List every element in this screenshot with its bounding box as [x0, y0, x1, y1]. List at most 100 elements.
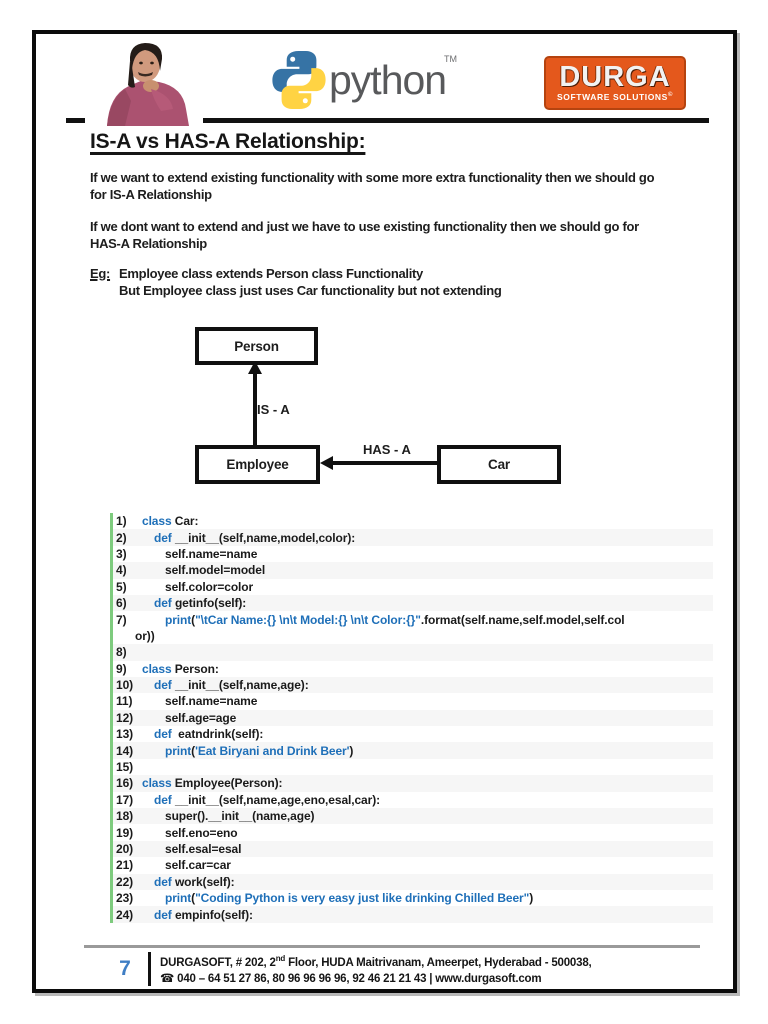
code-line: 18) super().__init__(name,age): [113, 808, 713, 825]
code-line: 12)self.age=age: [113, 709, 713, 727]
code-line: 15): [113, 759, 713, 775]
hasa-arrow-line: [332, 461, 437, 465]
paragraph-hasa: If we dont want to extend and just we ha…: [90, 219, 713, 252]
relationship-diagram: Person Employee Car IS - A HAS - A: [90, 323, 713, 488]
page-number: 7: [119, 956, 131, 980]
example-lines: Employee class extends Person class Func…: [119, 266, 502, 299]
code-line-number: 12): [116, 710, 134, 725]
example-label: Eg:: [90, 266, 111, 281]
isa-arrow-head-icon: [248, 361, 262, 374]
code-line: 6) def getinfo(self):: [113, 594, 713, 612]
code-line: 3) self.name=name: [113, 546, 713, 562]
paragraph-isa-line2: for IS-A Relationship: [90, 186, 212, 202]
code-line-text: def __init__(self,name,age):: [154, 678, 309, 693]
code-line-text: super().__init__(name,age): [165, 809, 315, 824]
paragraph-hasa-line2: HAS-A Relationship: [90, 235, 207, 251]
page-content: IS-A vs HAS-A Relationship: If we want t…: [36, 123, 733, 987]
code-line: 7) print("\tCar Name:{} \n\t Model:{} \n\…: [113, 611, 713, 627]
code-line-number: 14): [116, 743, 134, 758]
code-line-number: 13): [116, 727, 134, 742]
header-divider-line: [66, 118, 709, 123]
code-line: 1) class Car:: [113, 513, 713, 529]
code-line-number: 18): [116, 809, 134, 824]
code-line-number: 1): [116, 514, 127, 529]
code-line: 9) class Person:: [113, 661, 713, 677]
footer-row: 7 DURGASOFT, # 202, 2nd Floor, HUDA Mait…: [84, 951, 713, 987]
code-block: 1) class Car: 2) def __init__(self,name,mod…: [110, 513, 713, 923]
page-title: IS-A vs HAS-A Relationship:: [90, 130, 366, 153]
code-line-number: 17): [116, 792, 134, 807]
code-line-text: self.model=model: [165, 563, 266, 578]
code-line-number: 3): [116, 546, 127, 561]
code-line-text: def __init__(self,name,model,color):: [154, 530, 356, 545]
durga-copyright: ©: [667, 92, 673, 99]
code-line-text: print("Coding Python is very easy just l…: [165, 891, 534, 906]
example-note: Eg: Employee class extends Person class …: [90, 266, 713, 299]
code-line: 10)def __init__(self,name,age):: [113, 676, 713, 694]
python-wordmark: python: [329, 57, 446, 103]
footer-divider-line: [84, 944, 700, 948]
code-line: 19) self.eno=eno: [113, 824, 713, 840]
code-line-text: self.car=car: [165, 858, 231, 873]
code-line-text: def eatndrink(self):: [154, 727, 264, 742]
code-line-text: self.color=color: [165, 579, 254, 594]
code-line-text: class Person:: [142, 661, 219, 676]
paragraph-hasa-line1: If we dont want to extend and just we ha…: [90, 219, 639, 234]
code-line: 22) def work(self):: [113, 873, 713, 890]
code-line-number: 19): [116, 825, 134, 840]
code-line-wrap: or)): [113, 628, 713, 644]
code-line-number: 6): [116, 596, 127, 611]
code-line-number: 5): [116, 579, 127, 594]
paragraph-isa: If we want to extend existing functional…: [90, 170, 713, 203]
code-line: 2) def __init__(self,name,model,color):: [113, 529, 713, 546]
code-line-text: class Employee(Person):: [142, 776, 283, 791]
code-line: 21)self.car=car: [113, 857, 713, 873]
code-line-number: 22): [116, 874, 134, 889]
python-tm-mark: TM: [444, 54, 457, 64]
code-line-text: self.eno=eno: [165, 825, 238, 840]
code-line-text: self.name=name: [165, 546, 258, 561]
code-line-number: 9): [116, 661, 127, 676]
page-frame: python TM DURGA SOFTWARE SOLUTIONS© IS-A…: [32, 30, 737, 993]
code-line-text: self.esal=esal: [165, 842, 242, 856]
code-line: 8): [113, 644, 713, 661]
code-line-text: def getinfo(self):: [154, 596, 247, 611]
code-line-text: class Car:: [142, 514, 199, 529]
python-logo: python TM: [269, 46, 459, 114]
diagram-box-car: Car: [437, 445, 561, 484]
hasa-arrow-head-icon: [320, 456, 333, 470]
code-line-number: 7): [116, 612, 127, 627]
example-line2: But Employee class just uses Car functio…: [119, 282, 502, 298]
diagram-box-person: Person: [195, 327, 318, 365]
code-line-number: 8): [116, 645, 127, 660]
durga-logo-subtitle: SOFTWARE SOLUTIONS©: [557, 91, 673, 102]
footer-text: DURGASOFT, # 202, 2nd Floor, HUDA Maitri…: [160, 951, 592, 987]
code-line: 20) self.esal=esal: [113, 840, 713, 858]
footer-contact: ☎ 040 – 64 51 27 86, 80 96 96 96 96, 92 …: [160, 972, 542, 985]
code-line: 16)class Employee(Person):: [113, 775, 713, 792]
footer: 7 DURGASOFT, # 202, 2nd Floor, HUDA Mait…: [84, 944, 713, 987]
code-line-number: 24): [116, 907, 134, 922]
code-line-number: 23): [116, 891, 134, 906]
instructor-photo: [85, 39, 203, 126]
code-line: 11)self.name=name: [113, 693, 713, 709]
diagram-box-employee: Employee: [195, 445, 320, 484]
paragraph-isa-line1: If we want to extend existing functional…: [90, 170, 655, 185]
page-header: python TM DURGA SOFTWARE SOLUTIONS©: [36, 34, 733, 126]
code-line: 5) self.color=color: [113, 579, 713, 595]
code-line-text: print("\tCar Name:{} \n\t Model:{} \n\t …: [165, 612, 625, 627]
footer-address: DURGASOFT, # 202, 2nd Floor, HUDA Maitri…: [160, 953, 592, 969]
durga-logo-title: DURGA: [559, 61, 671, 94]
code-line: 24) def empinfo(self):: [113, 906, 713, 923]
code-line-number: 20): [116, 842, 134, 856]
code-line: 13) def eatndrink(self):: [113, 726, 713, 742]
code-line-number: 2): [116, 530, 127, 545]
code-line-text: print('Eat Biryani and Drink Beer'): [165, 743, 354, 758]
code-line-text: def empinfo(self):: [154, 907, 253, 922]
code-line: 4)self.model=model: [113, 562, 713, 579]
code-line-text: def work(self):: [154, 874, 235, 889]
code-line: 14) print('Eat Biryani and Drink Beer'): [113, 742, 713, 759]
code-line-text: or)): [135, 628, 155, 643]
python-logo-mark: [272, 51, 326, 109]
durga-logo: DURGA SOFTWARE SOLUTIONS©: [544, 56, 686, 110]
